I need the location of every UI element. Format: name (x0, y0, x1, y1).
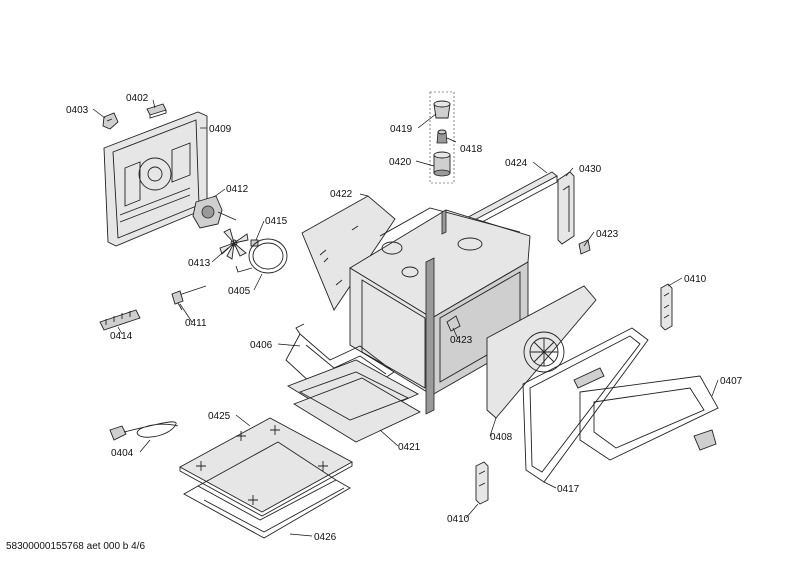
part-oven-cavity (349, 207, 531, 415)
callout-0406: 0406 (250, 340, 273, 351)
callout-0404: 0404 (111, 448, 134, 459)
callout-0421: 0421 (398, 442, 421, 453)
part-0423-hinge-a (578, 239, 591, 255)
part-0412-fan-motor (192, 195, 237, 229)
callout-0411: 0411 (185, 318, 207, 329)
part-0414-terminal-block (99, 309, 141, 331)
part-0413-fan-blade (219, 228, 249, 260)
callout-0415: 0415 (265, 216, 288, 227)
part-0430-side-rail (557, 171, 575, 245)
callout-0412: 0412 (226, 184, 249, 195)
callout-0408: 0408 (490, 432, 513, 443)
part-0402-clip (146, 103, 167, 119)
part-0418-lamp-assembly (429, 91, 455, 184)
callout-0413: 0413 (188, 258, 211, 269)
callout-0422: 0422 (330, 189, 353, 200)
callout-0414: 0414 (110, 331, 133, 342)
callout-0405: 0405 (228, 286, 251, 297)
part-0403-clip (102, 112, 119, 130)
callout-0430: 0430 (579, 164, 602, 175)
callout-0419: 0419 (390, 124, 413, 135)
leader-lines (92, 99, 719, 537)
callout-0426: 0426 (314, 532, 337, 543)
part-0426-base-frame (183, 441, 351, 539)
document-footer-code: 58300000155768 aet 000 b 4/6 (6, 541, 146, 552)
part-0411-sensor (171, 285, 207, 311)
callout-0409: 0409 (209, 124, 232, 135)
part-0408-fan-cover-panel (486, 285, 597, 419)
callout-0403: 0403 (66, 105, 89, 116)
callout-0425: 0425 (208, 411, 231, 422)
part-0409-rear-panel (103, 111, 208, 247)
part-0407-top-heater (573, 367, 719, 461)
callout-0407: 0407 (720, 376, 743, 387)
callout-0410-upper: 0410 (684, 274, 707, 285)
part-0417-door-gasket (522, 327, 649, 483)
callout-0424: 0424 (505, 158, 528, 169)
part-0410-hinge-lower (475, 461, 489, 505)
callout-0410-lower: 0410 (447, 514, 470, 525)
callout-0418: 0418 (460, 144, 483, 155)
part-0423-hinge-b (446, 315, 461, 332)
callout-0420: 0420 (389, 157, 412, 168)
part-0404-power-cable (109, 421, 179, 441)
part-0422-insulation-panel (301, 195, 396, 311)
callout-0417: 0417 (557, 484, 580, 495)
part-0425-top-plate (179, 417, 353, 517)
callout-0423-upper: 0423 (596, 229, 619, 240)
part-0410-hinge-upper (660, 283, 673, 331)
callout-0423-lower: 0423 (450, 335, 473, 346)
callout-0402: 0402 (126, 93, 149, 104)
part-0415-nut (250, 239, 259, 247)
part-0421-bottom-trays (286, 359, 421, 443)
part-0405-ring-heater (235, 238, 288, 274)
